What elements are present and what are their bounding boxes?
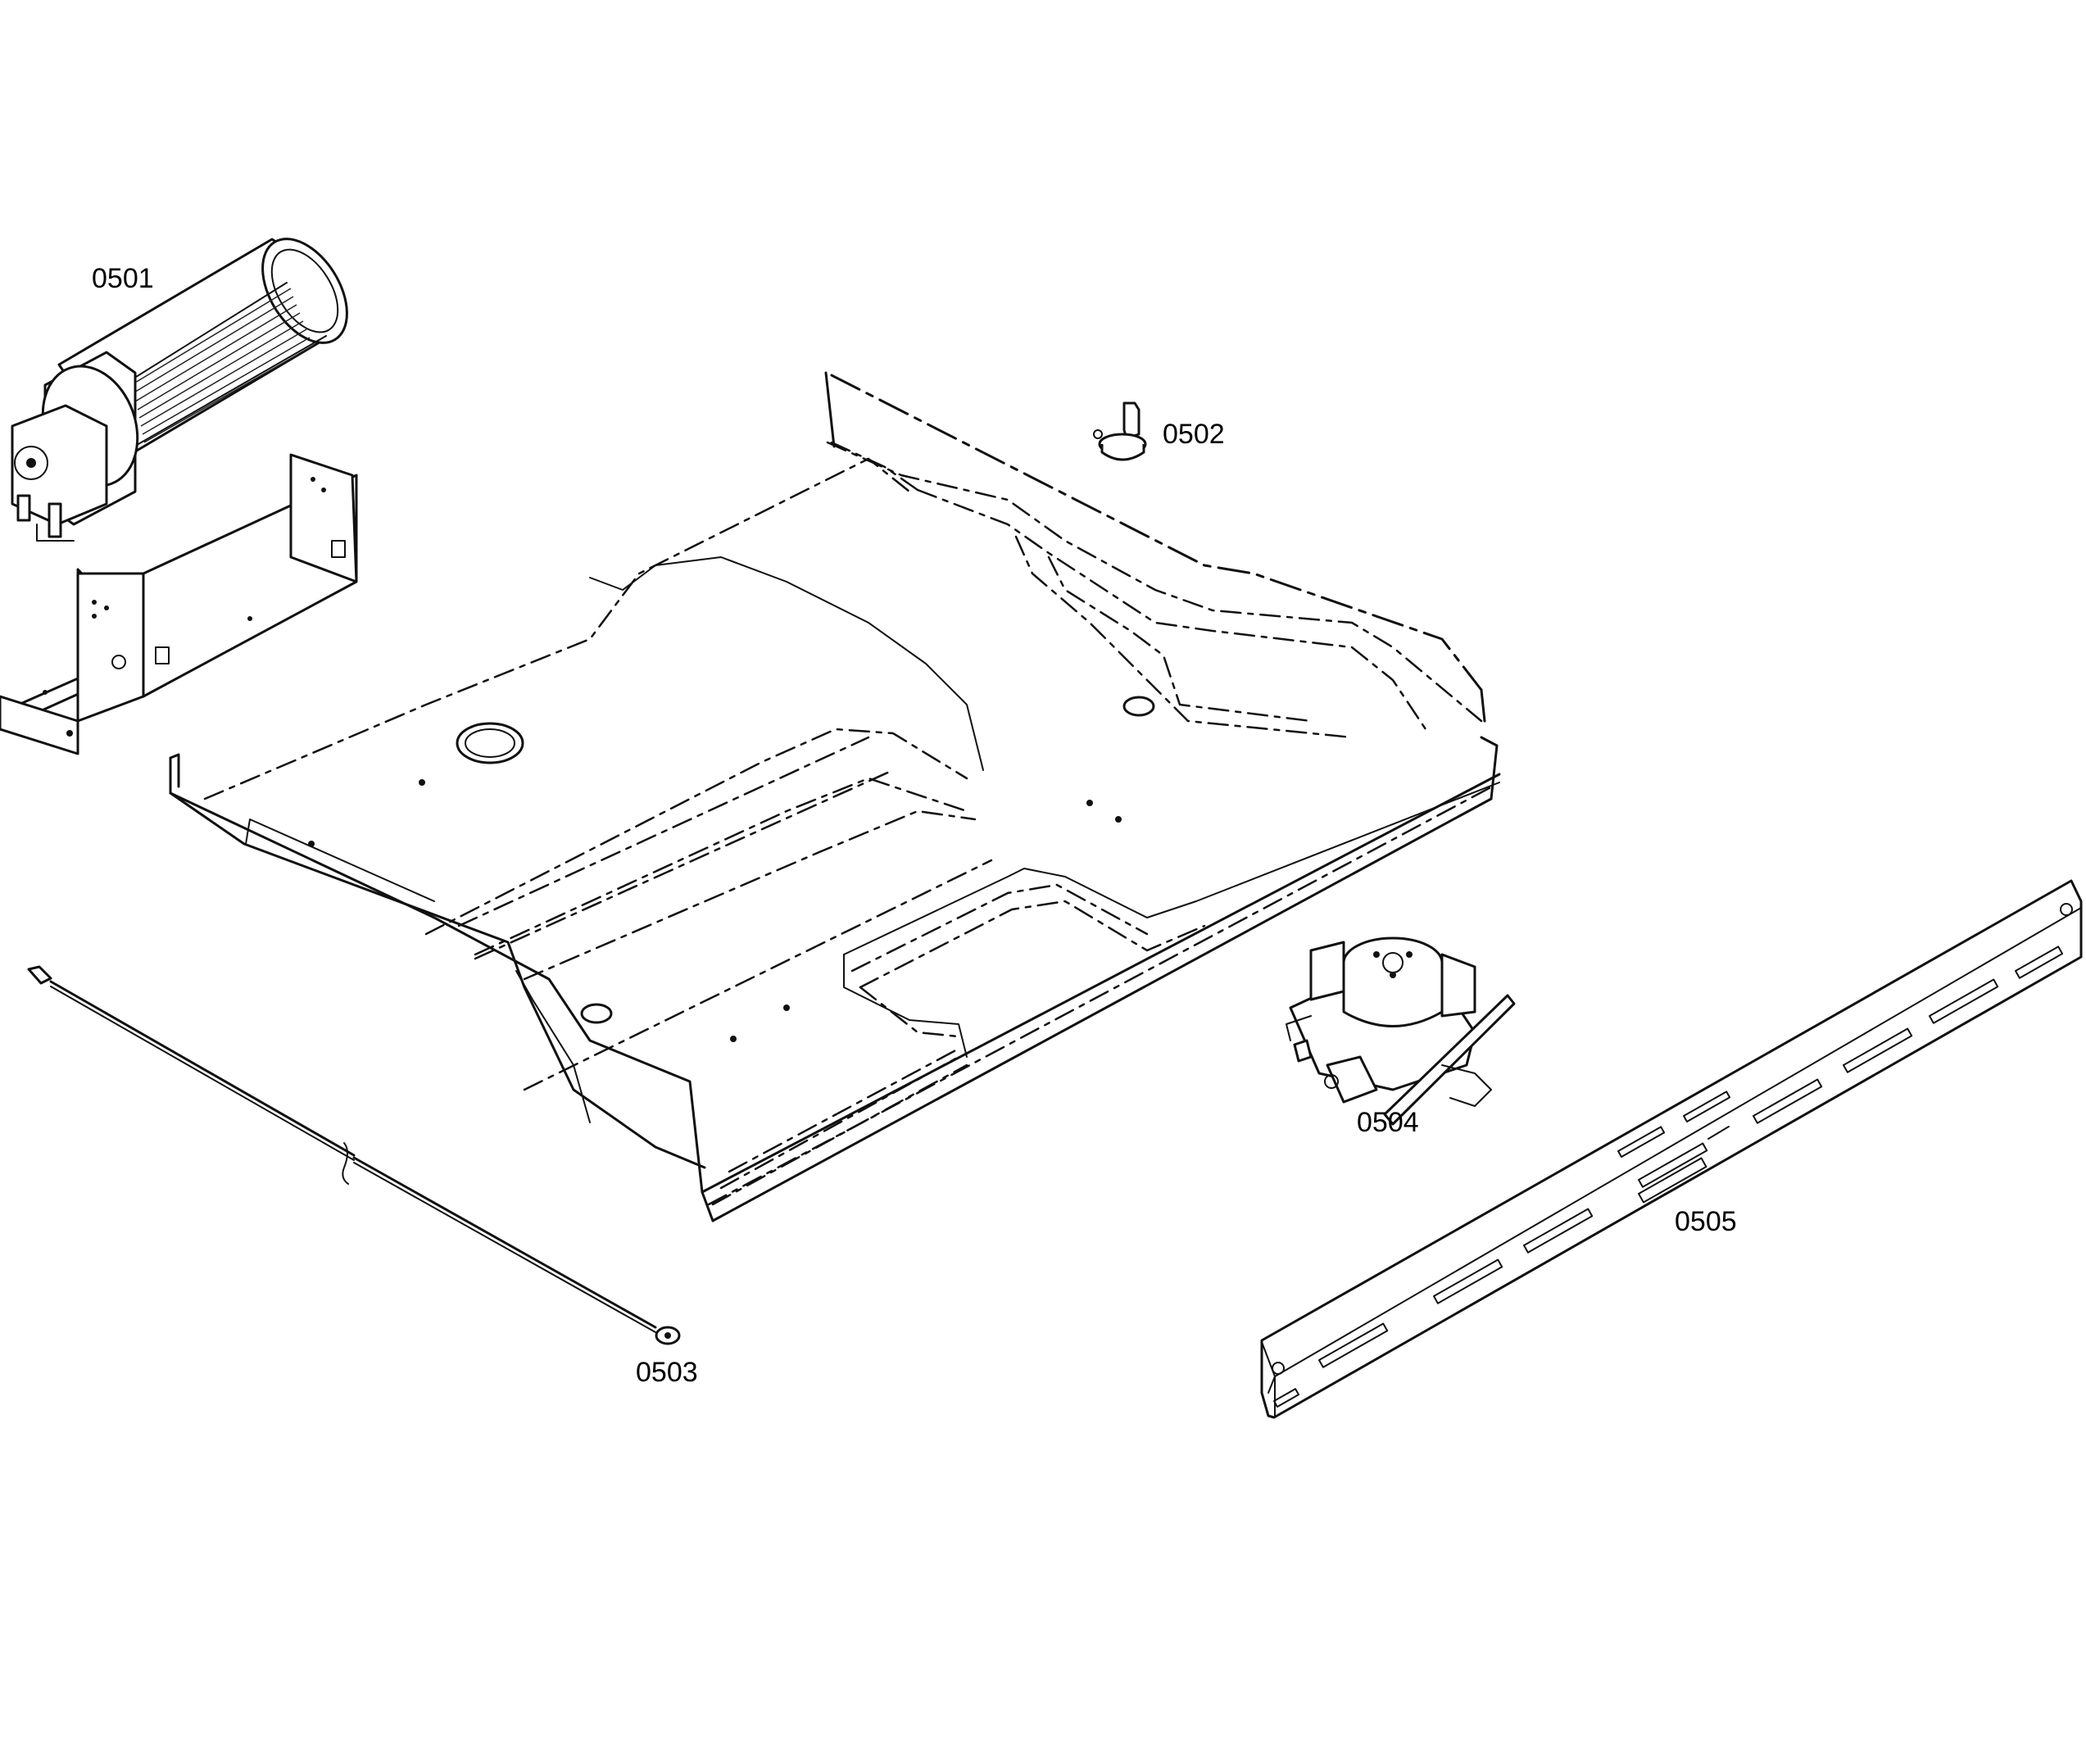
part-0504-door-lock-motor (1286, 936, 1516, 1126)
part-0503-ground-wire (27, 965, 681, 1345)
callout-0504: 0504 (1357, 1107, 1419, 1138)
callout-0502: 0502 (1163, 419, 1225, 450)
callout-0501: 0501 (92, 263, 154, 294)
part-0502-thermostat (1093, 401, 1147, 461)
oven-bottom-pan (169, 371, 1501, 1222)
part-0505-vent-trim (1260, 879, 2083, 1419)
part-0501-fan-motor (11, 238, 348, 542)
fan-mounting-bracket (0, 453, 358, 755)
callout-0503: 0503 (636, 1357, 698, 1388)
callout-0505: 0505 (1675, 1206, 1737, 1237)
